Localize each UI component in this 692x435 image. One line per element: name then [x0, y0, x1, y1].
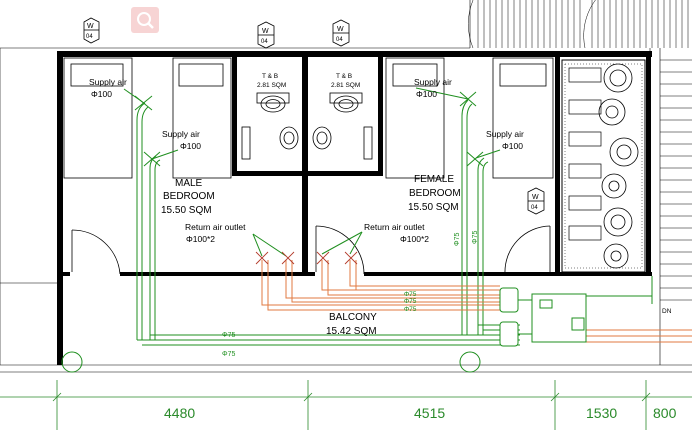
return-air-size-1: Φ100*2 [186, 234, 215, 244]
planter [561, 59, 646, 273]
supply-air-size-3: Φ100 [416, 89, 437, 99]
supply-air-size-4: Φ100 [502, 141, 523, 151]
return-air-size-2: Φ100*2 [400, 234, 429, 244]
w-tag-number-1: 04 [86, 34, 93, 40]
beds [63, 57, 554, 179]
dimension-line [0, 380, 692, 430]
dn-label: DN [662, 308, 672, 315]
phi75-label-1: Φ75 [222, 332, 235, 339]
dimension-2: 4515 [414, 405, 445, 421]
female-room-area: 15.50 SQM [408, 202, 459, 213]
tb1-area: 2.81 SQM [257, 82, 286, 89]
w-tag-letter-2: W [262, 28, 269, 35]
w-tag-number-3: 04 [336, 37, 343, 43]
toilets [241, 92, 373, 160]
supply-air-size-1: Φ100 [91, 89, 112, 99]
balcony-name: BALCONY [329, 312, 377, 323]
walls [57, 51, 652, 365]
dimension-1: 4480 [164, 405, 195, 421]
columns [61, 351, 481, 373]
phi75-label-3: Φ75 [404, 291, 417, 298]
male-room-line2: BEDROOM [163, 191, 215, 202]
w-tag-letter-4: W [532, 194, 539, 201]
supply-air-label-1: Supply air [89, 77, 127, 87]
supply-air-label-2: Supply air [162, 129, 200, 139]
phi75-label-5: Φ75 [404, 306, 417, 313]
male-room-area: 15.50 SQM [161, 205, 212, 216]
supply-air-label-3: Supply air [414, 77, 452, 87]
w-tag-number-2: 04 [261, 39, 268, 45]
phi75-label-2: Φ75 [222, 351, 235, 358]
w-tags [83, 17, 545, 215]
balcony-area: 15.42 SQM [326, 326, 377, 337]
supply-air-size-2: Φ100 [180, 141, 201, 151]
female-room-line1: FEMALE [414, 174, 454, 185]
zoom-button[interactable] [131, 7, 159, 33]
dimension-3: 1530 [586, 405, 617, 421]
return-air-label-2: Return air outlet [364, 222, 425, 232]
phi75-label-4: Φ75 [404, 298, 417, 305]
doors [71, 225, 551, 275]
return-grilles [255, 251, 358, 265]
green-ducts [123, 87, 520, 346]
w-tag-letter-3: W [337, 26, 344, 33]
tb1-name: T & B [262, 73, 278, 80]
zoom-icon [137, 12, 154, 29]
male-room-line1: MALE [175, 178, 203, 189]
orange-ducts [261, 260, 692, 343]
female-room-line2: BEDROOM [409, 188, 461, 199]
stair-hatch [468, 0, 692, 301]
supply-air-label-4: Supply air [486, 129, 524, 139]
tb2-area: 2.81 SQM [331, 82, 360, 89]
phi75-label-7: Φ75 [472, 231, 479, 244]
ac-units [499, 276, 653, 347]
tb2-name: T & B [336, 73, 352, 80]
phi75-label-6: Φ75 [454, 233, 461, 246]
return-air-label-1: Return air outlet [185, 222, 246, 232]
w-tag-letter-1: W [87, 23, 94, 30]
dimension-4: 800 [653, 405, 677, 421]
w-tag-number-4: 04 [531, 205, 538, 211]
